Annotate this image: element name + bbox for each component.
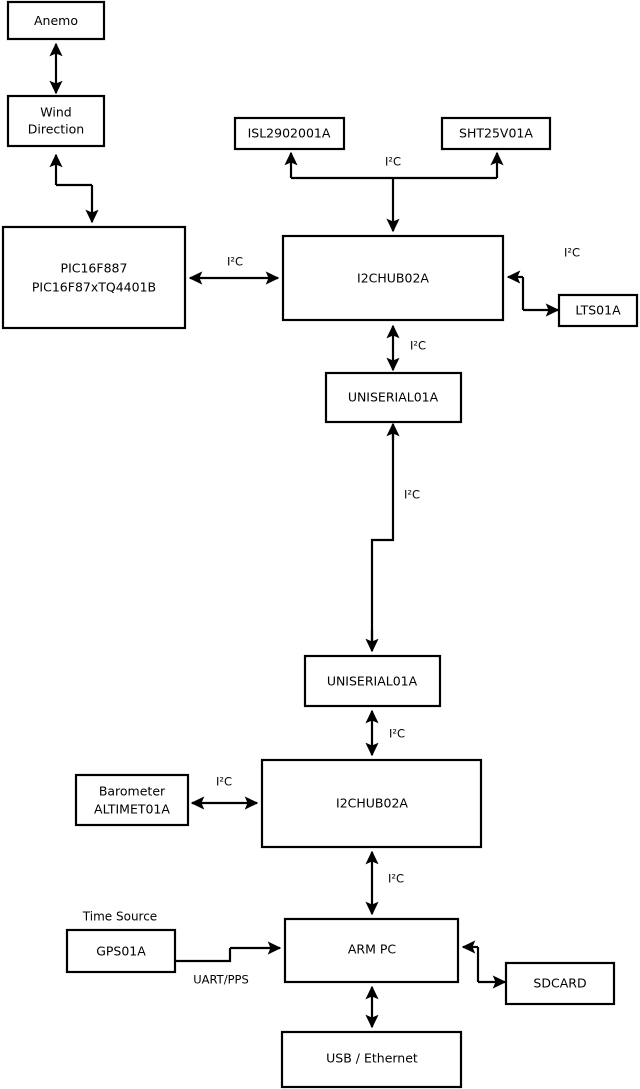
- node-uniserial01a-top-box[interactable]: [324, 371, 463, 424]
- label-time-source: Time Source: [82, 910, 157, 924]
- node-gps01a-box[interactable]: [65, 928, 177, 974]
- edge-label-uniserial-link: I²C: [404, 488, 420, 502]
- node-uniserial01a-top-label: UNISERIAL01A: [348, 390, 439, 405]
- node-uniserial01a-bottom[interactable]: UNISERIAL01A: [303, 654, 442, 708]
- edge-label-bus-top: I²C: [385, 155, 401, 169]
- edge-label-hub-to-uniserial: I²C: [410, 339, 426, 353]
- node-arm-pc-label: ARM PC: [348, 942, 397, 957]
- node-lts01a[interactable]: LTS01A: [557, 293, 639, 328]
- node-i2chub02a-bottom[interactable]: I2CHUB02A: [260, 758, 483, 849]
- node-lts01a-box[interactable]: [557, 293, 639, 328]
- node-anemo-label: Anemo: [34, 13, 78, 28]
- node-gps01a[interactable]: GPS01A: [65, 928, 177, 974]
- node-sht25v01a-label: SHT25V01A: [459, 126, 533, 141]
- node-wind-direction[interactable]: Wind Direction: [6, 94, 106, 148]
- node-pic-box[interactable]: [1, 225, 187, 330]
- node-uniserial01a-top[interactable]: UNISERIAL01A: [324, 371, 463, 424]
- node-anemo-box[interactable]: [6, 0, 106, 41]
- node-usb-ethernet[interactable]: USB / Ethernet: [280, 1030, 463, 1089]
- node-i2chub02a-bottom-box[interactable]: [260, 758, 483, 849]
- node-sht25v01a[interactable]: SHT25V01A: [440, 116, 552, 151]
- node-arm-pc-box[interactable]: [283, 917, 460, 984]
- node-lts01a-label: LTS01A: [575, 303, 621, 318]
- node-barometer-box[interactable]: [74, 773, 190, 827]
- edge-label-gps-to-armpc: UART/PPS: [193, 973, 249, 987]
- node-i2chub02a-top-box[interactable]: [281, 234, 505, 322]
- edge-label-uniserial-to-hub-bottom: I²C: [389, 727, 405, 741]
- node-anemo[interactable]: Anemo: [6, 0, 106, 41]
- node-i2chub02a-top[interactable]: I2CHUB02A: [281, 234, 505, 322]
- node-sht25v01a-box[interactable]: [440, 116, 552, 151]
- edge-label-hub-bottom-to-armpc: I²C: [388, 872, 404, 886]
- node-pic-label-line1: PIC16F887: [61, 261, 128, 276]
- edge-label-pic-to-hub: I²C: [227, 255, 243, 269]
- connector-gps-armpc-path: [175, 948, 232, 963]
- node-isl2902001a-label: ISL2902001A: [248, 126, 331, 141]
- node-barometer-label-line1: Barometer: [99, 784, 166, 799]
- node-uniserial01a-bottom-box[interactable]: [303, 654, 442, 708]
- node-sdcard[interactable]: SDCARD: [504, 961, 616, 1006]
- node-i2chub02a-bottom-label: I2CHUB02A: [336, 796, 408, 811]
- node-wind-direction-label-line2: Direction: [28, 122, 84, 137]
- node-pic[interactable]: PIC16F887 PIC16F87xTQ4401B: [1, 225, 187, 330]
- node-sdcard-box[interactable]: [504, 961, 616, 1006]
- edge-label-hub-to-lts: I²C: [564, 246, 580, 260]
- node-gps01a-label: GPS01A: [96, 944, 146, 959]
- node-wind-direction-label-line1: Wind: [40, 105, 71, 120]
- edge-label-barometer-to-hub: I²C: [216, 775, 232, 789]
- connector-uniserial-long-link: [370, 425, 395, 645]
- node-usb-ethernet-box[interactable]: [280, 1030, 463, 1089]
- node-i2chub02a-top-label: I2CHUB02A: [357, 271, 429, 286]
- node-uniserial01a-bottom-label: UNISERIAL01A: [327, 674, 418, 689]
- node-wind-direction-box[interactable]: [6, 94, 106, 148]
- node-isl2902001a-box[interactable]: [233, 116, 346, 151]
- node-sdcard-label: SDCARD: [533, 976, 586, 991]
- node-arm-pc[interactable]: ARM PC: [283, 917, 460, 984]
- node-usb-ethernet-label: USB / Ethernet: [326, 1051, 418, 1066]
- node-barometer[interactable]: Barometer ALTIMET01A: [74, 773, 190, 827]
- node-barometer-label-line2: ALTIMET01A: [94, 802, 170, 817]
- node-pic-label-line2: PIC16F87xTQ4401B: [32, 280, 156, 295]
- node-isl2902001a[interactable]: ISL2902001A: [233, 116, 346, 151]
